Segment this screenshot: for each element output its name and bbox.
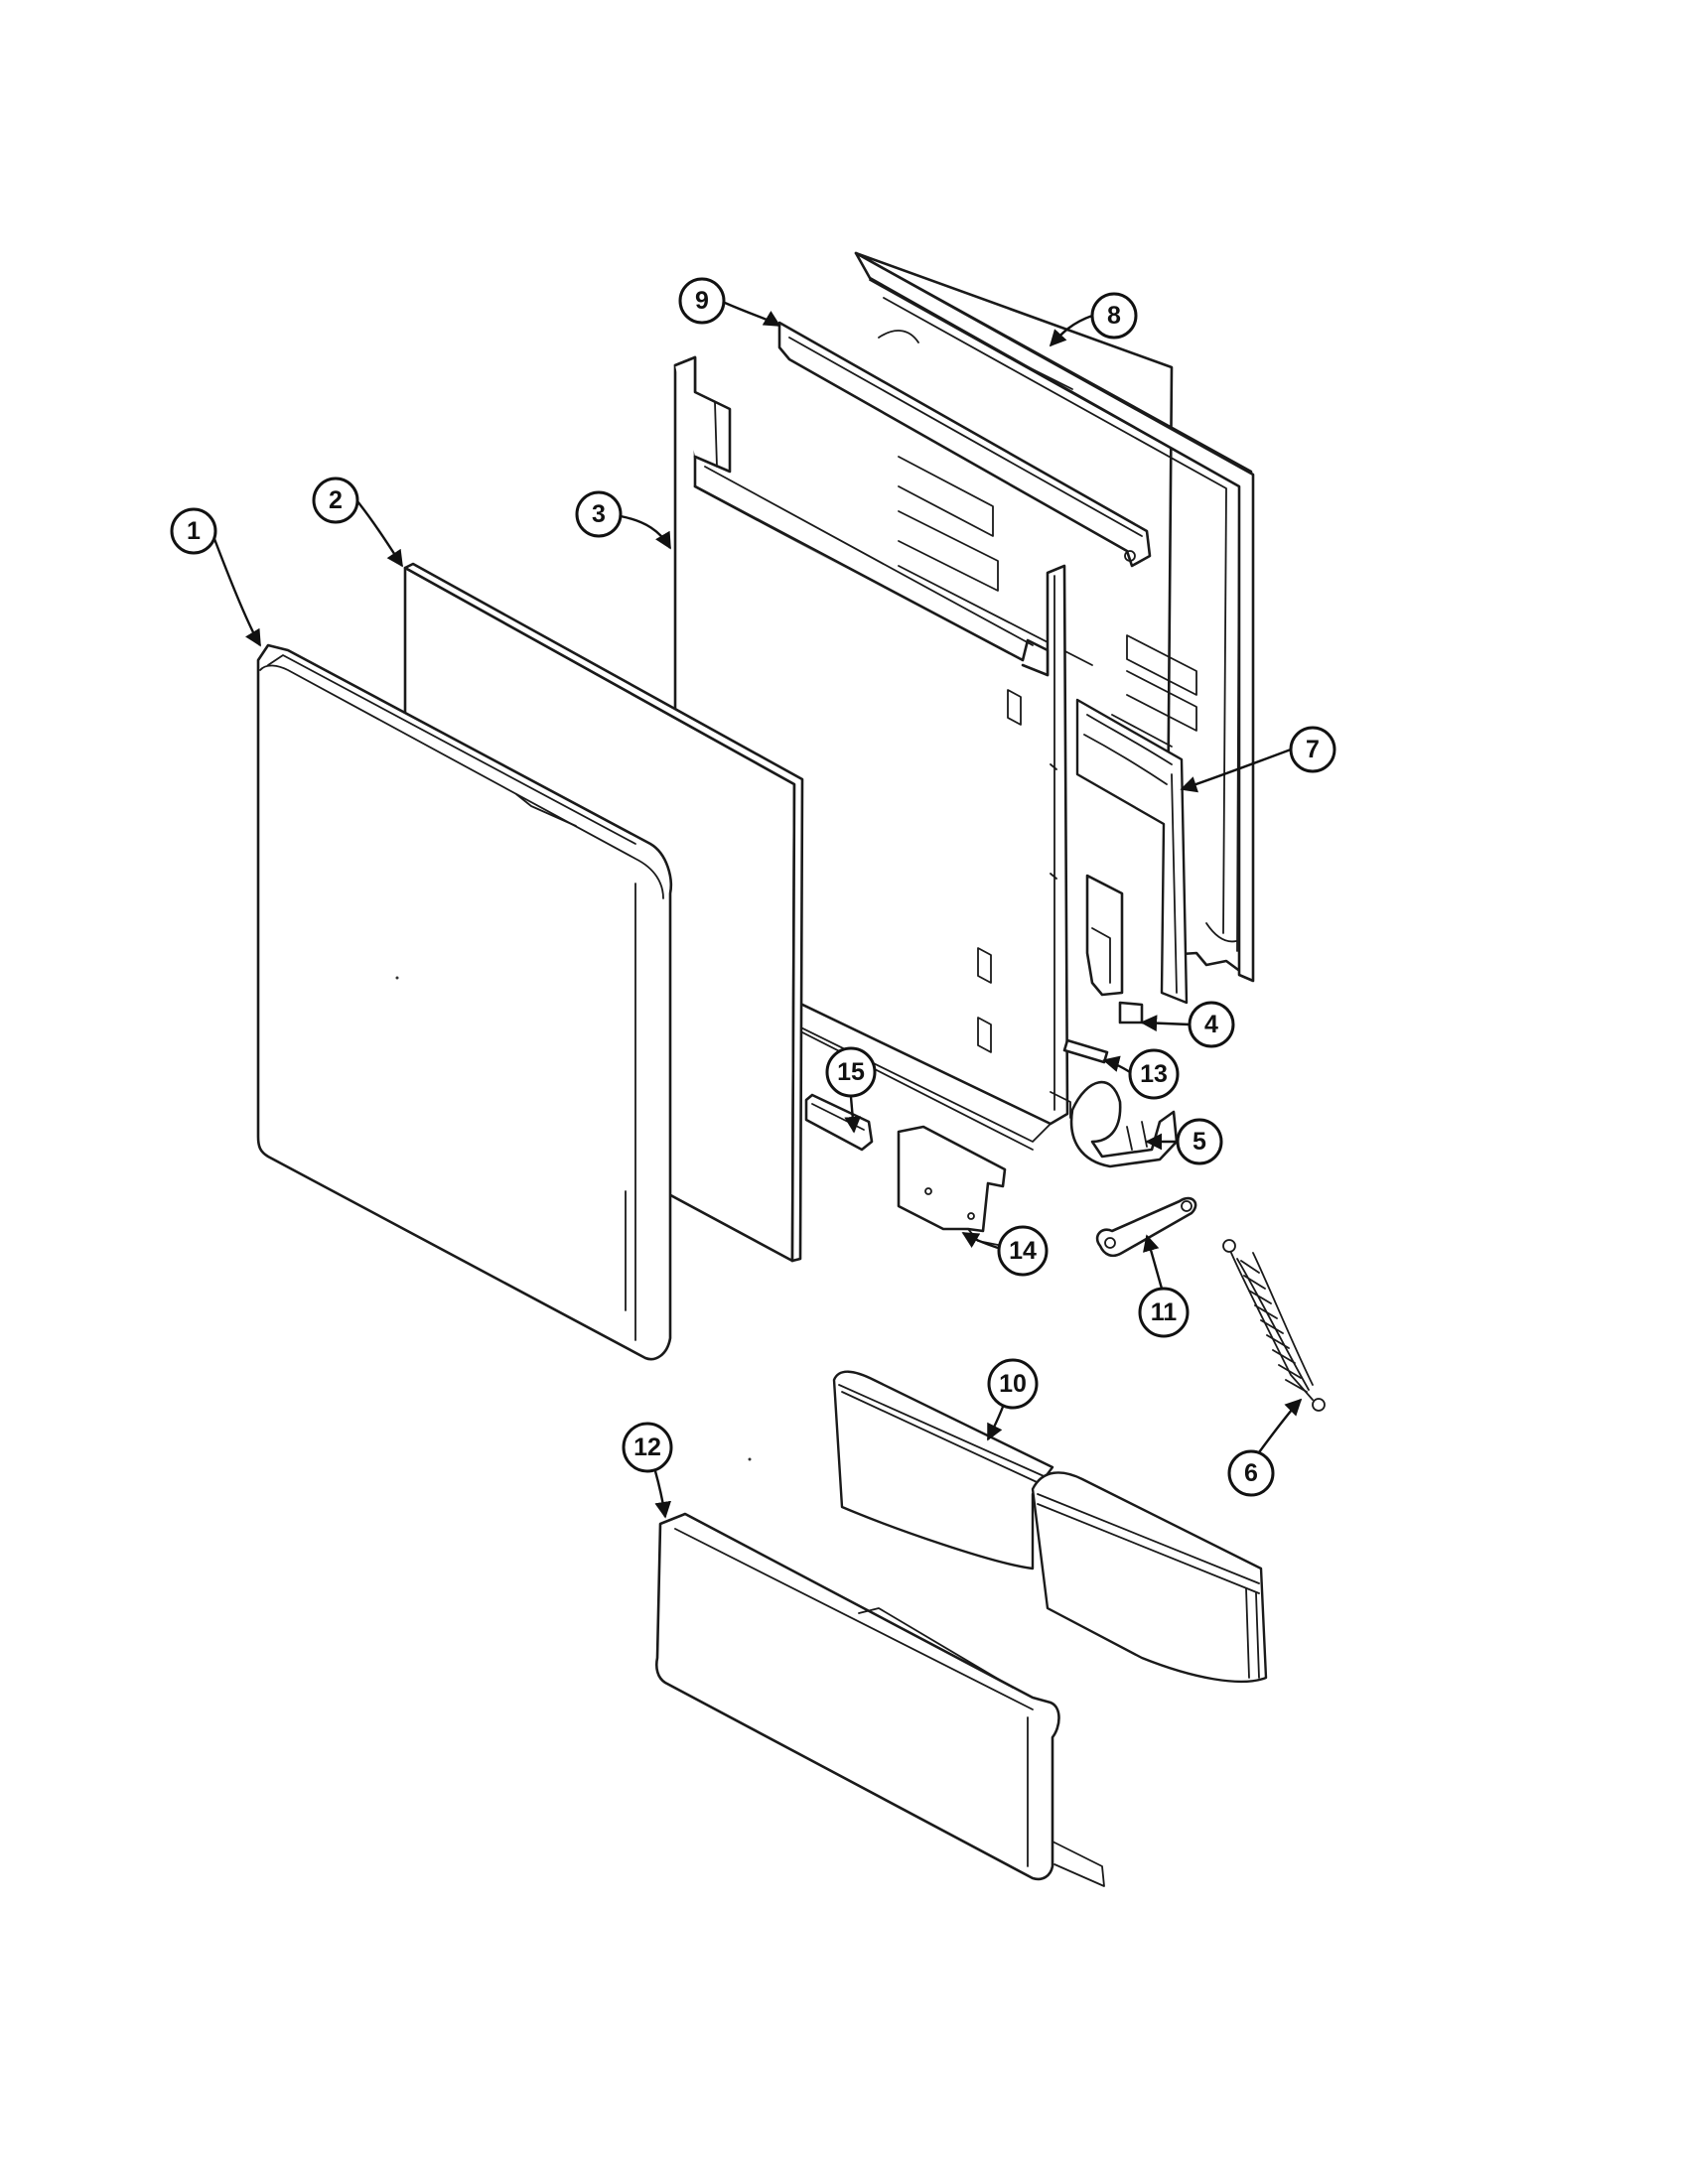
callout-14: 14	[997, 1225, 1049, 1277]
callout-1: 1	[170, 507, 217, 555]
callout-12: 12	[622, 1422, 673, 1473]
callout-10: 10	[987, 1358, 1039, 1410]
callout-5-label: 5	[1193, 1128, 1206, 1156]
part-7-side-insulation	[1075, 698, 1189, 1005]
callout-12-label: 12	[633, 1433, 661, 1461]
callout-11: 11	[1138, 1287, 1190, 1338]
callout-15-label: 15	[837, 1058, 865, 1086]
part-4-clip	[1085, 874, 1144, 1024]
callout-8-label: 8	[1107, 302, 1121, 330]
callout-15: 15	[825, 1046, 877, 1098]
callout-3-label: 3	[592, 500, 606, 528]
callout-5: 5	[1176, 1118, 1223, 1165]
part-11-link	[1095, 1196, 1197, 1258]
part-13-strip	[1062, 1038, 1109, 1064]
callout-3: 3	[575, 490, 623, 538]
callout-4: 4	[1188, 1001, 1235, 1048]
callout-14-label: 14	[1009, 1237, 1037, 1265]
callout-13: 13	[1128, 1048, 1180, 1100]
callout-2: 2	[312, 477, 359, 524]
leader-lines	[210, 301, 1303, 1519]
callout-9-label: 9	[695, 287, 709, 315]
part-12-bottom-panel	[654, 1512, 1105, 1887]
callout-8: 8	[1090, 292, 1138, 340]
callout-13-label: 13	[1140, 1060, 1168, 1088]
callout-2-label: 2	[329, 486, 343, 514]
part-1-outer-door-panel	[256, 643, 672, 1361]
part-9-top-rail	[777, 321, 1152, 568]
part-6-spring	[1222, 1239, 1326, 1412]
part-15-bracket	[804, 1093, 874, 1152]
callout-1-label: 1	[187, 517, 201, 545]
part-10-insulation-blocks	[832, 1370, 1268, 1684]
callout-9: 9	[678, 277, 726, 325]
callout-6-label: 6	[1244, 1459, 1258, 1487]
callout-11-label: 11	[1151, 1298, 1178, 1326]
callout-6: 6	[1227, 1449, 1275, 1497]
callout-10-label: 10	[999, 1370, 1027, 1398]
part-8-inner-door-liner	[854, 251, 1255, 983]
callout-7-label: 7	[1306, 736, 1320, 763]
callout-4-label: 4	[1204, 1011, 1218, 1038]
part-14-plate	[897, 1125, 1007, 1247]
callout-7: 7	[1289, 726, 1336, 773]
